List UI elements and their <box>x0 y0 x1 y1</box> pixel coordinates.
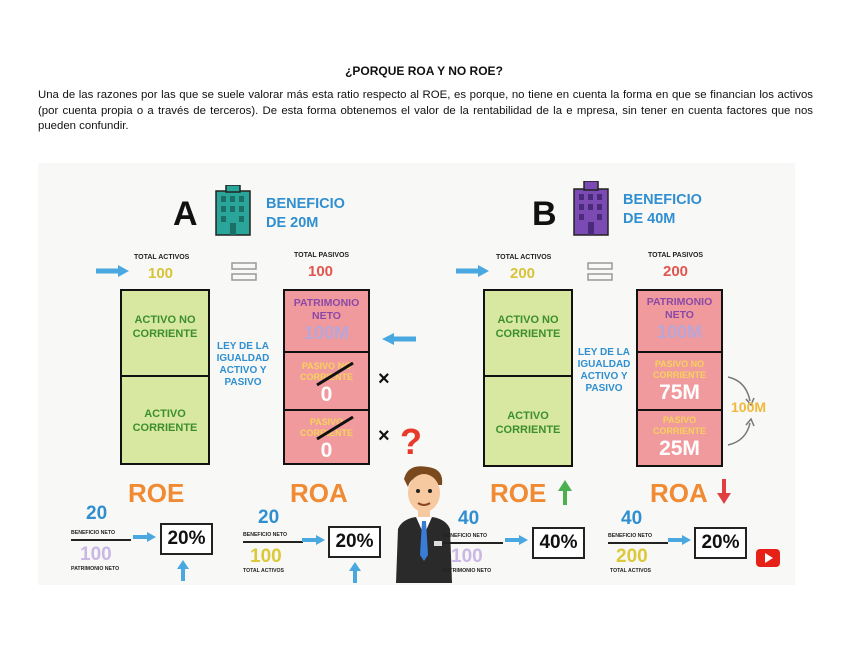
a-roa-denominator-label: TOTAL ACTIVOS <box>243 568 285 574</box>
a-current-liability-box: PASIVO CORRIENTE 0 <box>283 409 370 465</box>
a-roa-numerator-label: BENEFICIO NETO <box>243 532 288 538</box>
document-paragraph: Una de las razones por las que se suele … <box>38 89 813 132</box>
x-mark-icon: × <box>378 425 390 447</box>
b-roa-label: ROA <box>650 478 708 508</box>
roe-roa-infographic: A BENEFICIO DE 20M TOTAL ACTIVOS 100 TOT… <box>38 163 795 585</box>
a-roa-label: ROA <box>290 478 348 508</box>
b-noncurrent-liability-box: PASIVO NO CORRIENTE 75M <box>636 351 723 411</box>
x-mark-icon: × <box>378 368 390 390</box>
scenario-a-letter: A <box>173 195 198 233</box>
fraction-bar <box>71 539 131 541</box>
b-roe-label: ROE <box>490 478 547 508</box>
arrow-down-icon <box>717 479 731 504</box>
b-non-current-asset-box: ACTIVO NO CORRIENTE <box>483 289 573 377</box>
b-roe-percentage: 40% <box>532 527 585 559</box>
building-icon <box>215 185 251 236</box>
a-current-asset-box: ACTIVO CORRIENTE <box>120 375 210 465</box>
a-law-text: LEY DE LA IGUALDAD ACTIVO Y PASIVO <box>216 341 270 388</box>
b-roe-numerator-label: BENEFICIO NETO <box>443 533 488 539</box>
a-non-current-asset-box: ACTIVO NO CORRIENTE <box>120 289 210 377</box>
b-total-assets-value: 200 <box>510 265 536 282</box>
a-total-assets-label: TOTAL ACTIVOS <box>134 254 190 261</box>
arrow-up-icon <box>558 480 572 505</box>
scenario-b-letter: B <box>532 195 557 233</box>
benefit-line-1: BENEFICIO <box>623 192 702 208</box>
fraction-bar <box>608 542 668 544</box>
strike-line <box>316 415 354 441</box>
b-equity-box: PATRIMONIO NETO 100M <box>636 289 723 353</box>
document-title: ¿PORQUE ROA Y NO ROE? <box>345 64 503 78</box>
a-roa-numerator: 20 <box>258 507 280 528</box>
fraction-bar <box>443 542 503 544</box>
a-equity-box: PATRIMONIO NETO 100M <box>283 289 370 353</box>
benefit-line-2: DE 40M <box>623 211 676 227</box>
equals-icon <box>231 262 257 281</box>
a-roe-denominator: 100 <box>80 544 112 565</box>
b-total-assets-label: TOTAL ACTIVOS <box>496 254 552 261</box>
fraction-bar <box>243 541 303 543</box>
arrow-right-icon <box>133 532 156 542</box>
a-total-assets-value: 100 <box>148 265 174 282</box>
b-total-liabilities-value: 200 <box>663 263 689 280</box>
strike-line <box>316 361 354 387</box>
a-noncurrent-liability-box: PASIVO NO CORRIENTE 0 <box>283 351 370 411</box>
arrow-up-icon <box>349 562 361 583</box>
equals-icon <box>587 262 613 281</box>
arrow-right-icon <box>96 265 129 277</box>
a-roa-percentage: 20% <box>328 526 381 558</box>
a-roa-denominator: 100 <box>250 546 282 567</box>
equity-label: PATRIMONIO NETO <box>293 297 360 322</box>
scenario-a-benefit: BENEFICIO DE 20M <box>266 195 345 233</box>
equity-value: 100M <box>303 323 350 343</box>
current-liability-value: 25M <box>659 437 700 460</box>
curved-arrows-icon <box>727 376 755 446</box>
b-roa-percentage: 20% <box>694 527 747 559</box>
b-roe-numerator: 40 <box>458 508 480 529</box>
benefit-line-2: DE 20M <box>266 215 319 231</box>
b-roa-denominator-label: TOTAL ACTIVOS <box>610 568 652 574</box>
b-current-liability-box: PASIVO CORRIENTE 25M <box>636 409 723 467</box>
benefit-line-1: BENEFICIO <box>266 196 345 212</box>
b-roa-numerator-label: BENEFICIO NETO <box>608 533 653 539</box>
youtube-icon[interactable] <box>756 549 780 567</box>
noncurrent-liability-label: PASIVO NO CORRIENTE <box>299 361 353 382</box>
a-total-liabilities-label: TOTAL PASIVOS <box>294 252 350 259</box>
b-law-text: LEY DE LA IGUALDAD ACTIVO Y PASIVO <box>577 347 631 394</box>
b-roa-numerator: 40 <box>621 508 643 529</box>
noncurrent-liability-label: PASIVO NO CORRIENTE <box>652 359 706 380</box>
arrow-left-icon <box>382 333 416 345</box>
b-total-liabilities-label: TOTAL PASIVOS <box>648 252 704 259</box>
noncurrent-liability-value: 75M <box>659 381 700 404</box>
a-roe-label: ROE <box>128 478 185 508</box>
noncurrent-liability-value: 0 <box>320 383 333 406</box>
a-roe-percentage: 20% <box>160 523 213 555</box>
arrow-up-icon <box>177 560 189 581</box>
b-roe-denominator: 100 <box>451 546 483 567</box>
arrow-right-icon <box>505 535 528 545</box>
current-liability-label: PASIVO CORRIENTE <box>652 415 706 436</box>
equity-label: PATRIMONIO NETO <box>646 296 713 321</box>
equity-value: 100M <box>656 322 703 342</box>
b-roe-denominator-label: PATRIMONIO NETO <box>443 568 492 574</box>
a-roe-numerator-label: BENEFICIO NETO <box>71 530 116 536</box>
a-roe-denominator-label: PATRIMONIO NETO <box>71 566 120 572</box>
scenario-b-benefit: BENEFICIO DE 40M <box>623 191 702 229</box>
current-liability-value: 0 <box>320 439 333 462</box>
question-mark-icon: ? <box>400 421 422 462</box>
b-current-asset-box: ACTIVO CORRIENTE <box>483 375 573 467</box>
a-total-liabilities-value: 100 <box>308 263 334 280</box>
arrow-right-icon <box>668 535 691 545</box>
b-roa-denominator: 200 <box>616 546 648 567</box>
b-debt-total: 100M <box>731 399 767 415</box>
a-roe-numerator: 20 <box>86 503 108 524</box>
arrow-right-icon <box>456 265 489 277</box>
arrow-right-icon <box>302 535 325 545</box>
building-icon <box>573 181 609 236</box>
businessman-figure <box>396 466 452 583</box>
